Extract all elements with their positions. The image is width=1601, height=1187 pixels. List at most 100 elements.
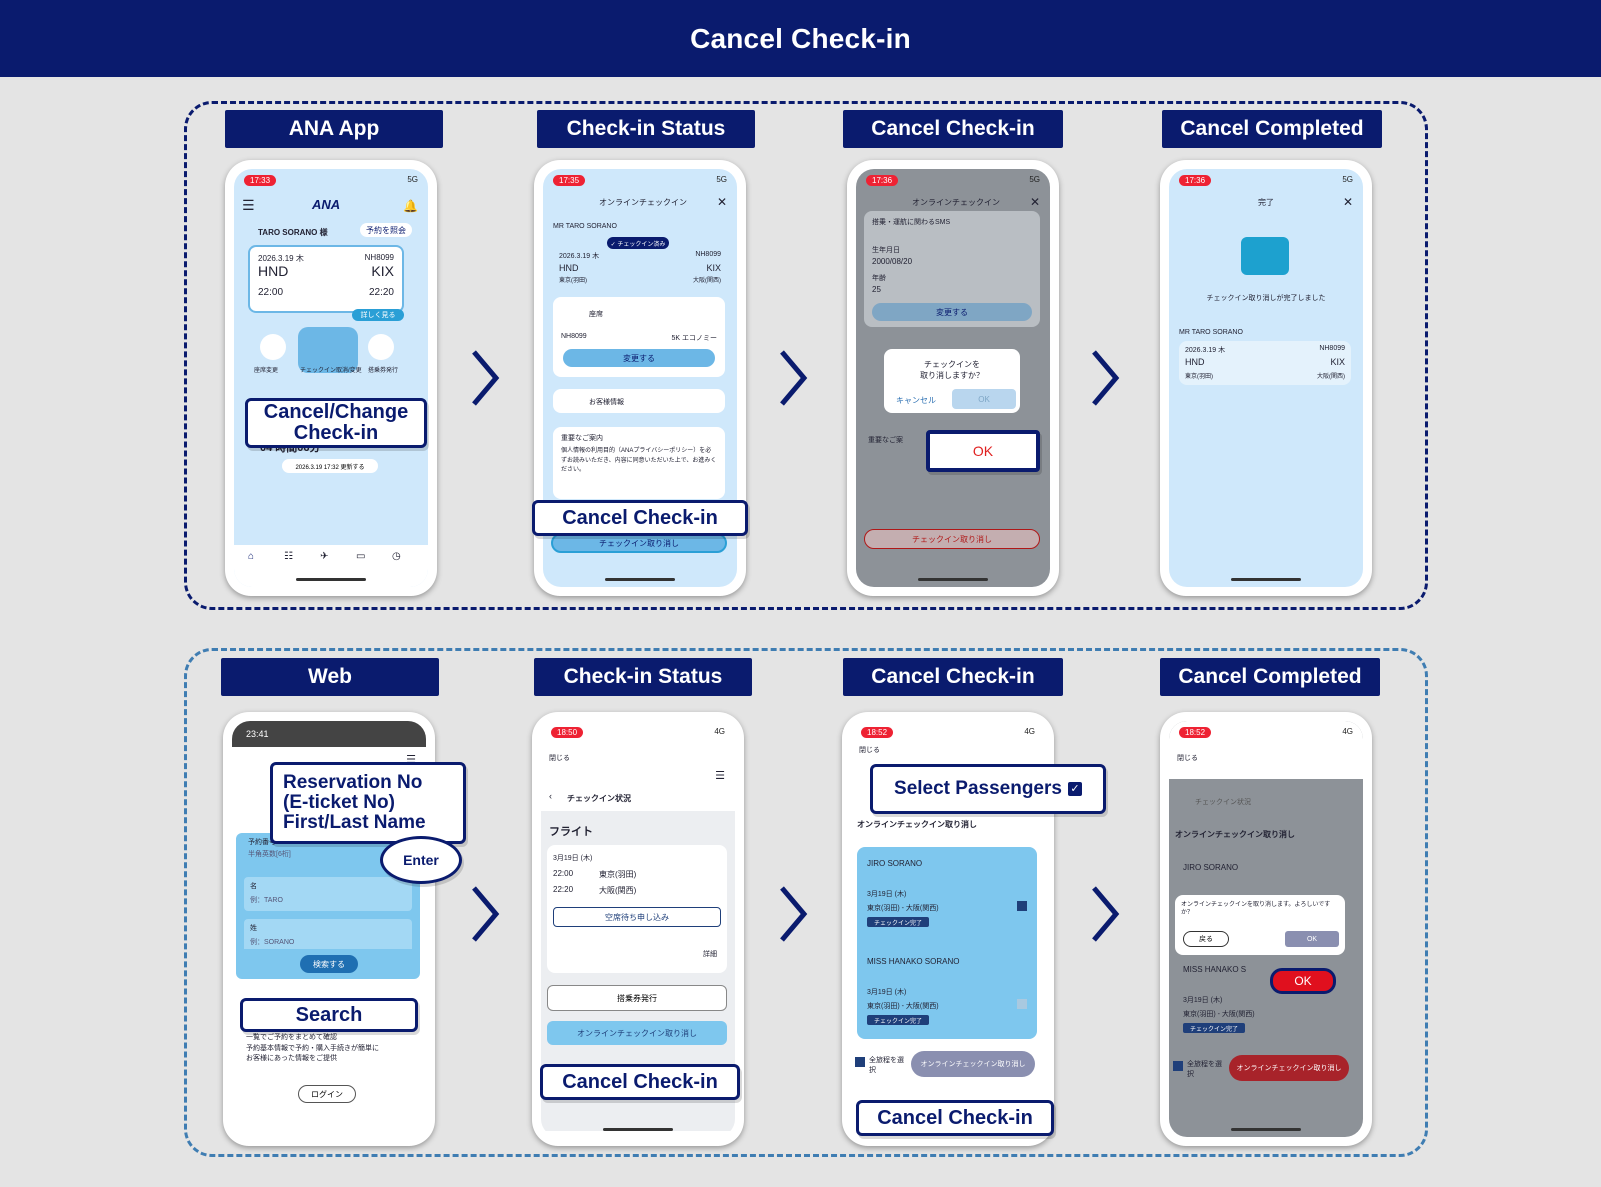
- destination-name: 大阪(関西): [693, 278, 721, 284]
- arrival-time: 22:20: [553, 885, 574, 894]
- status-time: 18:52: [1179, 727, 1212, 738]
- close-link[interactable]: 閉じる: [1177, 755, 1198, 762]
- origin-code: HND: [1185, 357, 1205, 367]
- notice-title: 重要なご案: [868, 437, 903, 444]
- screen-header: オンラインチェックイン: [599, 198, 687, 207]
- login-button[interactable]: ログイン: [298, 1085, 356, 1103]
- passenger-1-name: JIRO SORANO: [867, 859, 923, 868]
- cancel-online-checkin-button[interactable]: オンラインチェックイン取り消し: [911, 1051, 1035, 1077]
- back-chevron-icon[interactable]: ‹: [549, 791, 552, 801]
- step-label-checkin-status: Check-in Status: [537, 110, 755, 148]
- signal-indicator: 5G: [1029, 175, 1040, 184]
- close-icon[interactable]: ✕: [1029, 195, 1040, 209]
- cancel-checkin-button[interactable]: チェックイン取り消し: [551, 533, 727, 553]
- customer-info-card[interactable]: お客様情報: [553, 389, 725, 413]
- notice-card: 重要なご案内 個人情報の利用目的（ANAプライバシーポリシー）を必ずお読みいただ…: [553, 427, 725, 499]
- home-icon[interactable]: ⌂: [248, 551, 255, 562]
- passenger-name: TARO SORANO 様: [258, 228, 328, 237]
- select-all-label: 全旅程を選択: [869, 1057, 904, 1074]
- clock-icon[interactable]: ◷: [392, 551, 401, 562]
- back-page-heading: チェックイン状況: [1195, 799, 1251, 806]
- callout-enter: Enter: [380, 836, 462, 884]
- refresh-button[interactable]: 2026.3.19 17:32 更新する: [282, 459, 378, 473]
- details-button[interactable]: 詳しく見る: [352, 309, 404, 321]
- screen-header: 完了: [1258, 198, 1274, 207]
- change-profile-button[interactable]: 変更する: [872, 303, 1032, 321]
- list-icon[interactable]: ☷: [284, 551, 293, 562]
- checkin-cancel-change-icon[interactable]: [298, 327, 358, 373]
- departure-time: 22:00: [553, 869, 574, 878]
- completion-message: チェックイン取り消しが完了しました: [1206, 295, 1326, 302]
- passenger-name: MR TARO SORANO: [553, 223, 617, 230]
- passenger-1-date: 3月19日 (木): [867, 891, 907, 898]
- waitlist-button[interactable]: 空席待ち申し込み: [553, 907, 721, 927]
- passenger-2-checkbox[interactable]: [1017, 999, 1027, 1009]
- menu-icon[interactable]: ☰: [715, 770, 725, 782]
- callout-cancel-checkin-web-2: Cancel Check-in: [856, 1100, 1054, 1136]
- close-link[interactable]: 閉じる: [549, 755, 570, 762]
- checked-in-badge: ✓ チェックイン済み: [607, 237, 669, 249]
- close-icon[interactable]: ✕: [716, 195, 727, 209]
- icon-label-checkin: チェックイン取消/変更: [300, 368, 362, 374]
- dialog-ok-button[interactable]: OK: [952, 389, 1016, 409]
- reservation-button[interactable]: 予約を照会: [360, 223, 412, 237]
- age-label: 年齢: [872, 275, 886, 282]
- dialog-ok-button[interactable]: OK: [1285, 931, 1339, 947]
- step-label-cancel-checkin: Cancel Check-in: [843, 110, 1063, 148]
- origin-code: HND: [559, 263, 579, 273]
- boarding-pass-button[interactable]: 搭乗券発行: [547, 985, 727, 1011]
- cancel-online-checkin-button[interactable]: オンラインチェックイン取り消し: [1229, 1055, 1349, 1081]
- menu-icon[interactable]: ☰: [406, 754, 416, 766]
- passenger-1-checkbox[interactable]: [1017, 901, 1027, 911]
- first-name-input[interactable]: 名 例：TARO: [244, 877, 412, 911]
- last-name-input[interactable]: 姓 例：SORANO: [244, 919, 412, 953]
- callout-ok: OK: [926, 430, 1040, 472]
- cancel-online-checkin-button[interactable]: オンラインチェックイン取り消し: [547, 1021, 727, 1045]
- cancel-checkin-button[interactable]: チェックイン取り消し: [864, 529, 1040, 549]
- select-all-checkbox[interactable]: [1173, 1061, 1183, 1071]
- screen-header: オンラインチェックイン: [912, 198, 1000, 207]
- menu-icon[interactable]: ☰: [242, 197, 255, 213]
- passenger-2-status: チェックイン完了: [867, 1015, 929, 1025]
- select-all-label: 全旅程を選択: [1187, 1061, 1222, 1078]
- next-arrow-3: [1092, 350, 1120, 406]
- app-flow-section: [184, 101, 1428, 610]
- callout-select-passengers: Select Passengers✓: [870, 764, 1106, 814]
- signal-indicator: 5G: [407, 175, 418, 184]
- dialog-cancel-button[interactable]: キャンセル: [896, 396, 936, 405]
- origin-code: HND: [258, 263, 289, 279]
- close-link[interactable]: 閉じる: [859, 747, 880, 754]
- step-label-ana-app: ANA App: [225, 110, 443, 148]
- status-time: 18:52: [861, 727, 894, 738]
- dialog-message: オンラインチェックインを取り消します。よろしいですか？: [1181, 902, 1331, 917]
- icon-label-seat: 座席変更: [254, 368, 279, 374]
- close-icon[interactable]: ✕: [1342, 195, 1353, 209]
- page-title: Cancel Check-in: [0, 0, 1601, 77]
- flight-card[interactable]: 2026.3.19 木 NH8099 HND KIX 22:00 22:20: [248, 245, 404, 313]
- dialog-back-button[interactable]: 戻る: [1183, 931, 1229, 947]
- profile-card: 搭乗・運航に関わるSMS 生年月日 2000/08/20 年齢 25 変更する: [864, 211, 1040, 327]
- search-button[interactable]: 検索する: [300, 955, 358, 973]
- boarding-pass-icon[interactable]: [368, 334, 394, 360]
- select-all-checkbox[interactable]: [855, 1057, 865, 1067]
- passenger-2-name: MISS HANAKO S: [1183, 965, 1247, 974]
- passenger-list: JIRO SORANO 3月19日 (木) 東京(羽田) - 大阪(関西) チェ…: [857, 847, 1037, 1039]
- bell-icon[interactable]: 🔔: [403, 199, 418, 213]
- details-link[interactable]: 詳細: [703, 951, 717, 958]
- ana-logo: ANA: [312, 197, 341, 212]
- plane-icon[interactable]: ✈: [320, 551, 329, 562]
- passenger-name: MR TARO SORANO: [1179, 329, 1243, 336]
- seat-class: 5K エコノミー: [671, 335, 717, 342]
- destination-name: 大阪(関西): [1317, 374, 1345, 380]
- change-seat-button[interactable]: 変更する: [563, 349, 715, 367]
- seat-change-icon[interactable]: [260, 334, 286, 360]
- destination-code: KIX: [1330, 357, 1345, 367]
- dob-value: 2000/08/20: [872, 257, 913, 266]
- departure-time: 22:00: [258, 287, 284, 298]
- destination-code: KIX: [371, 263, 394, 279]
- suitcase-icon: [1241, 237, 1289, 275]
- bag-icon[interactable]: ▭: [356, 551, 366, 562]
